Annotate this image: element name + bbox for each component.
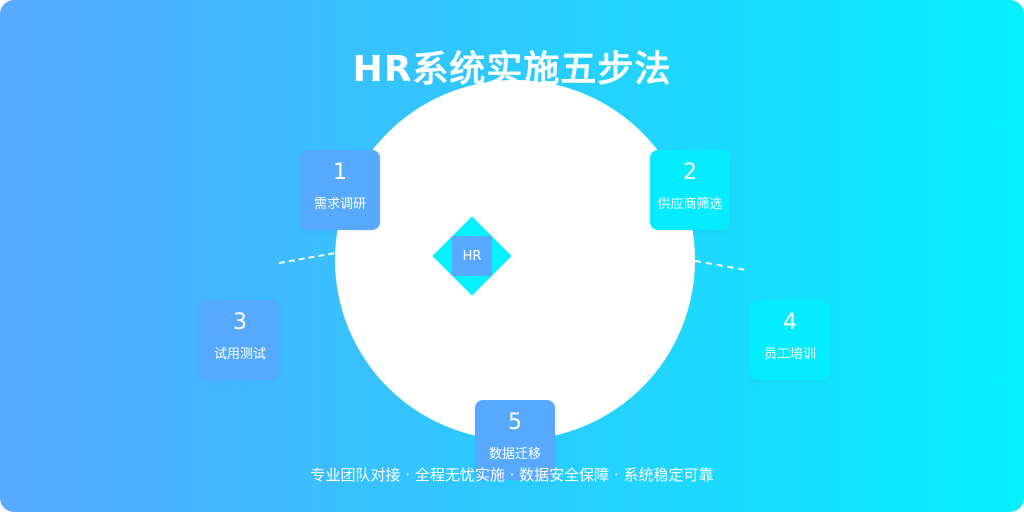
center-hr-label: HR bbox=[452, 236, 492, 276]
dashed-connector-right bbox=[694, 260, 745, 271]
step-5-label: 数据迁移 bbox=[488, 447, 541, 462]
diagram-title: HR系统实施五步法 bbox=[352, 49, 672, 90]
step-2-card: 2 供应商筛选 bbox=[650, 150, 730, 230]
step-4-number: 4 bbox=[783, 310, 797, 335]
step-2-number: 2 bbox=[683, 160, 697, 185]
step-2-label: 供应商筛选 bbox=[657, 197, 723, 212]
step-4-label: 员工培训 bbox=[763, 347, 816, 362]
step-1-number: 1 bbox=[333, 160, 347, 185]
center-circle bbox=[335, 80, 695, 440]
step-3-label: 试用测试 bbox=[213, 347, 266, 362]
step-5-card: 5 数据迁移 bbox=[475, 400, 555, 480]
step-1-label: 需求调研 bbox=[313, 197, 366, 212]
step-4-card: 4 员工培训 bbox=[750, 300, 830, 380]
step-5-number: 5 bbox=[508, 410, 522, 435]
dashed-connector-left bbox=[278, 252, 335, 264]
step-3-card: 3 试用测试 bbox=[200, 300, 280, 380]
footer-tagline: 专业团队对接 · 全程无忧实施 · 数据安全保障 · 系统稳定可靠 bbox=[310, 466, 714, 484]
step-1-card: 1 需求调研 bbox=[300, 150, 380, 230]
center-diamond-group: HR bbox=[432, 216, 512, 296]
step-3-number: 3 bbox=[233, 310, 247, 335]
